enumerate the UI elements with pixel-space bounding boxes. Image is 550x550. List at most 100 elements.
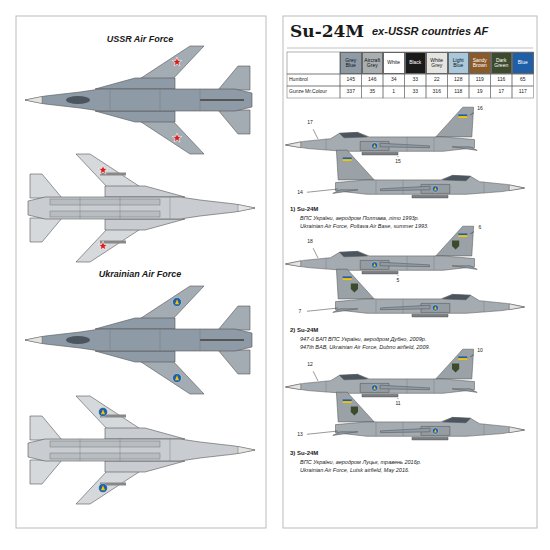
right-page xyxy=(283,16,537,528)
caption: ВПС України, аеродром Полтава, літо 1993… xyxy=(300,214,532,222)
side-profile xyxy=(286,226,478,274)
panel-line xyxy=(407,256,408,270)
title: Su-24M xyxy=(290,18,370,44)
panel-line xyxy=(170,439,171,461)
underside-view xyxy=(28,154,255,262)
wing-glove xyxy=(105,461,185,472)
table-cell: 128 xyxy=(448,74,470,86)
table-cell: 17 xyxy=(491,86,513,98)
table-cell xyxy=(383,86,405,98)
section-heading: Ukrainian Air Force xyxy=(20,268,260,282)
table-cell xyxy=(491,86,513,98)
panel-line xyxy=(170,197,171,219)
panel-line xyxy=(200,89,201,111)
callout-number: 17 xyxy=(303,119,317,127)
panel-line xyxy=(403,422,404,436)
table-cell xyxy=(426,74,448,86)
fin-flag xyxy=(458,114,467,116)
wing xyxy=(380,143,430,148)
colour-name: Sandy Brown xyxy=(470,58,490,69)
colour-swatch: Grey Blue xyxy=(340,52,362,74)
table-cell xyxy=(491,74,513,86)
table-cell: 116 xyxy=(491,74,513,86)
fin-flag xyxy=(458,116,467,118)
engine-nacelle xyxy=(50,453,160,459)
engine-nacelle xyxy=(50,441,160,447)
table-cell: 33 xyxy=(405,86,427,98)
fin-flag xyxy=(458,358,467,360)
colour-swatch: Aircraft Grey xyxy=(362,52,384,74)
top-view xyxy=(25,46,252,154)
fin xyxy=(436,107,474,137)
table-cell xyxy=(448,74,470,86)
table-cell: 1 xyxy=(383,86,405,98)
panel-line xyxy=(376,422,377,436)
table-cell xyxy=(362,74,384,86)
canopy xyxy=(443,175,471,180)
trident xyxy=(373,386,376,389)
stabilator xyxy=(452,147,477,151)
row-header: Humbrol xyxy=(289,74,339,86)
radome xyxy=(509,304,524,310)
engine-nacelle xyxy=(50,199,160,205)
subtitle: ex-USSR countries AF xyxy=(372,22,534,40)
table-cell xyxy=(469,86,491,98)
panel-line xyxy=(120,197,121,219)
leader-lines xyxy=(307,113,474,435)
table-cell: 146 xyxy=(362,74,384,86)
trident xyxy=(175,375,179,380)
trident xyxy=(373,144,376,147)
profile-number: 1) Su-24M xyxy=(290,205,360,214)
fin xyxy=(200,99,244,101)
stabilator xyxy=(452,266,477,270)
panel-line xyxy=(407,137,408,151)
table-cell: 34 xyxy=(383,74,405,86)
trident xyxy=(434,429,437,432)
wing xyxy=(218,66,250,90)
fin-flag xyxy=(458,356,467,358)
table-cell xyxy=(448,86,470,98)
panel-line xyxy=(110,89,111,111)
wing xyxy=(381,305,431,310)
roundel xyxy=(432,186,438,192)
colour-name: White xyxy=(386,60,401,66)
side-profile xyxy=(286,349,478,397)
canopy xyxy=(340,251,368,256)
fuselage xyxy=(286,374,475,393)
table-cell xyxy=(287,52,340,74)
leader-line xyxy=(398,275,399,276)
callout-number: 16 xyxy=(473,105,487,113)
panel-line xyxy=(80,197,81,219)
table-cell xyxy=(491,52,513,74)
table-cell: 22 xyxy=(426,74,448,86)
colour-table-grid xyxy=(287,52,534,98)
trident xyxy=(101,485,105,490)
leader-line xyxy=(313,248,318,258)
table-cell: 145 xyxy=(340,74,362,86)
top-view xyxy=(25,286,252,394)
fin xyxy=(200,339,244,341)
wing-glove xyxy=(105,186,185,197)
roundel xyxy=(173,298,182,307)
fuselage xyxy=(336,417,525,436)
wing-glove xyxy=(105,428,185,439)
star-marking xyxy=(98,241,108,250)
fin-flag xyxy=(343,278,352,280)
panel-line xyxy=(120,439,121,461)
fuselage xyxy=(28,197,255,219)
fin-flag xyxy=(343,401,352,403)
table-cell: 316 xyxy=(426,86,448,98)
canopy xyxy=(443,417,471,422)
engine-nacelle xyxy=(50,211,160,217)
table-cell: 33 xyxy=(405,74,427,86)
table-cell: 65 xyxy=(512,74,534,86)
roundel xyxy=(432,305,438,311)
table-cell xyxy=(405,52,427,74)
radome xyxy=(25,337,42,344)
side-profile xyxy=(333,269,525,317)
star-marking xyxy=(98,165,108,174)
roundel xyxy=(371,385,377,391)
profile-number: 3) Su-24M xyxy=(290,449,360,458)
panel-line xyxy=(484,301,485,313)
